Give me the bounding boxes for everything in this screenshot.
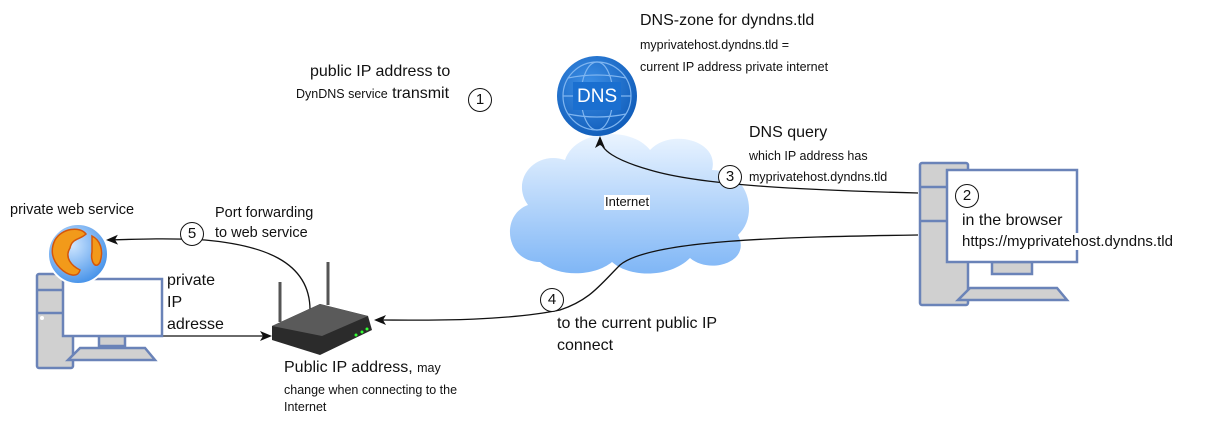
- step1-line2: DynDNS service transmit: [296, 85, 449, 103]
- dns-query-title: DNS query: [749, 124, 828, 141]
- step-1-badge: 1: [468, 88, 492, 112]
- browser-line1: in the browser: [962, 212, 1063, 231]
- step-4-badge: 4: [540, 288, 564, 312]
- router-label-large: Public IP address,: [284, 359, 413, 376]
- step-2-badge: 2: [955, 184, 979, 208]
- browser-url: https://myprivatehost.dyndns.tld: [962, 233, 1173, 251]
- dns-query-line2: myprivatehost.dyndns.tld: [749, 170, 888, 184]
- web-service-globe-icon: [47, 223, 109, 285]
- connect-line1: to the current public IP: [557, 315, 718, 332]
- server-computer-icon: [35, 272, 164, 370]
- step-5-badge: 5: [180, 222, 204, 246]
- port-forward-line1: Port forwarding: [215, 205, 314, 221]
- router-label-line2: change when connecting to the: [284, 383, 458, 397]
- dns-icon-label: DNS: [577, 86, 618, 107]
- router-label-small: may: [417, 361, 441, 375]
- private-web-service-label: private web service: [10, 202, 135, 218]
- private-ip-line2: IP: [167, 294, 183, 311]
- private-ip-line3: adresse: [167, 316, 224, 333]
- port-forward-arrow: [106, 234, 311, 311]
- dns-query-arrow: [595, 136, 919, 194]
- connect-arrow: [374, 234, 919, 326]
- step1-large-text: transmit: [392, 85, 450, 102]
- connect-line2: connect: [557, 337, 614, 354]
- port-forward-line2: to web service: [215, 225, 308, 241]
- dns-zone-line1: myprivatehost.dyndns.tld =: [640, 38, 790, 52]
- dns-zone-line2: current IP address private internet: [640, 60, 829, 74]
- dns-zone-title: DNS-zone for dyndns.tld: [640, 12, 815, 29]
- router-label-line1: Public IP address, may: [284, 359, 441, 377]
- internet-label: Internet: [604, 194, 651, 210]
- router-label-line3: Internet: [284, 400, 327, 414]
- private-ip-line1: private: [167, 272, 216, 289]
- step1-small-text: DynDNS service: [296, 87, 388, 101]
- dns-server-icon: [557, 56, 637, 136]
- step-3-badge: 3: [718, 165, 742, 189]
- router-icon: [272, 262, 372, 355]
- step1-line1: public IP address to: [310, 63, 451, 80]
- dns-query-line1: which IP address has: [749, 149, 868, 163]
